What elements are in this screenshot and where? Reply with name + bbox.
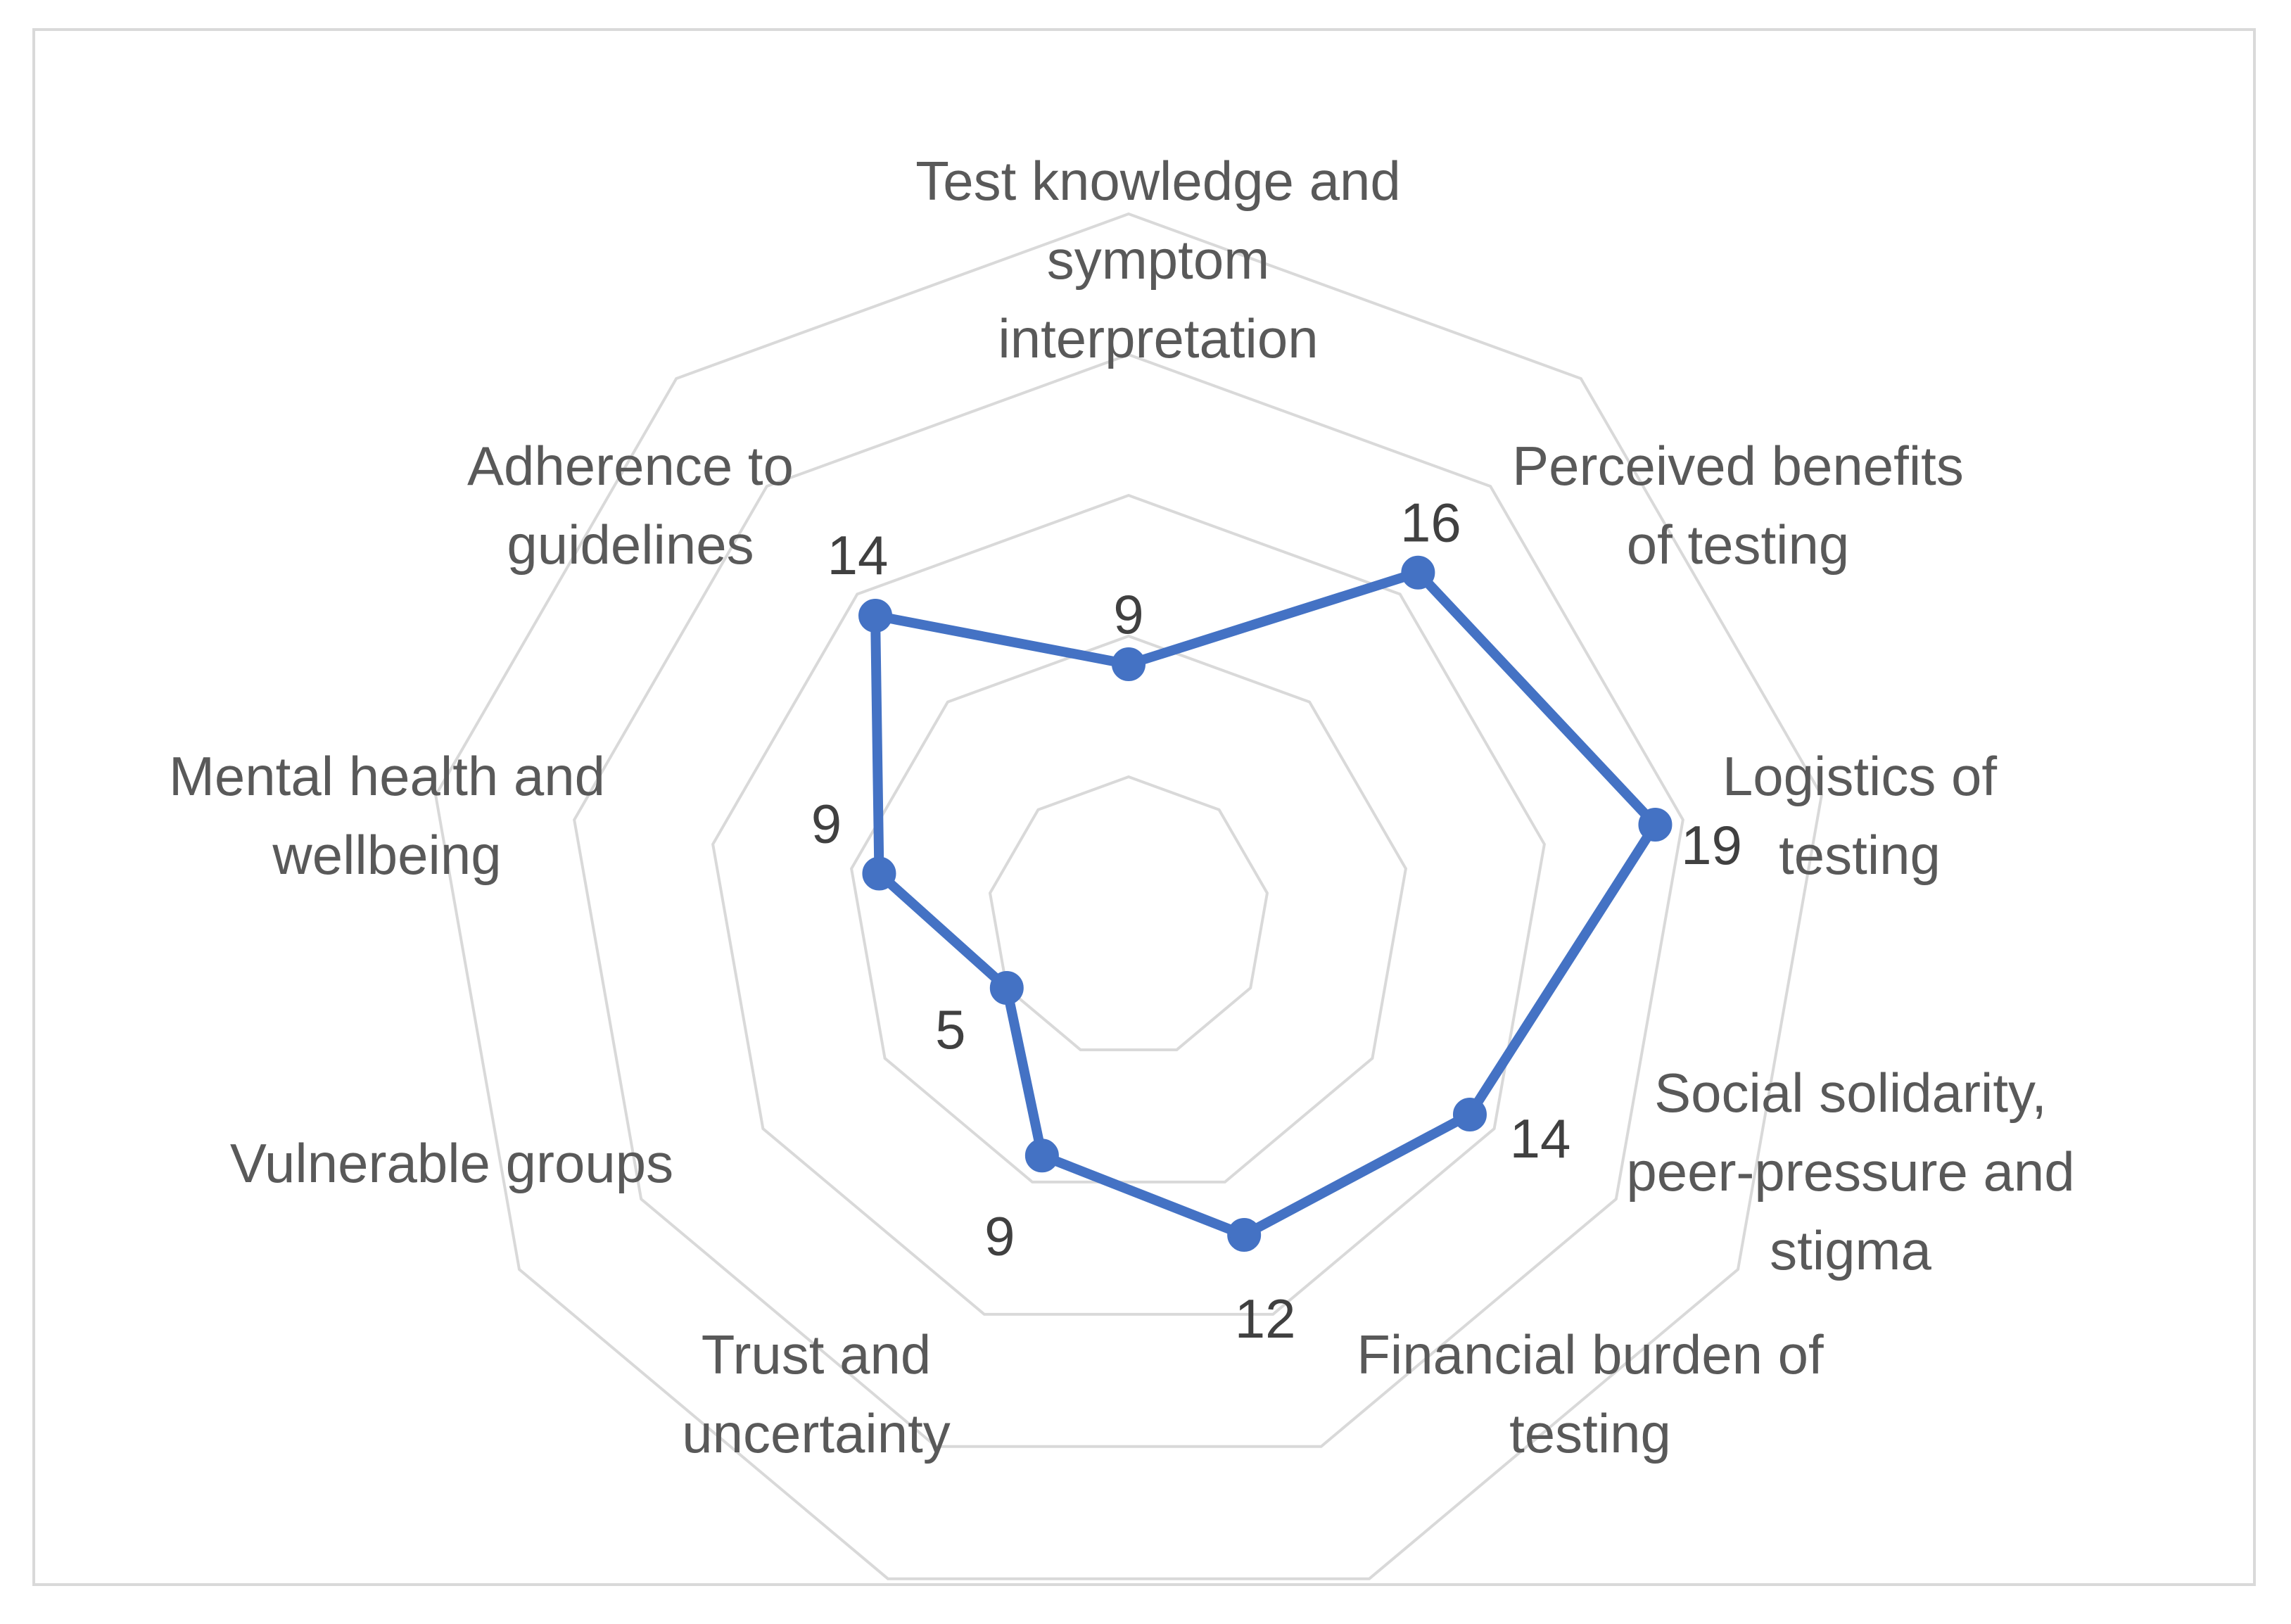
data-point-6 — [1024, 1138, 1059, 1173]
series-line — [870, 567, 1661, 1241]
grid-ring-1 — [988, 775, 1269, 1051]
data-point-2 — [1401, 555, 1435, 590]
value-label-5: 12 — [1235, 1288, 1296, 1350]
grid-ring-3 — [711, 493, 1546, 1316]
grid-ring-4 — [573, 353, 1684, 1448]
grid-rings — [434, 212, 1823, 1580]
data-point-8 — [862, 856, 896, 891]
value-label-7: 5 — [935, 998, 965, 1060]
category-label-7: Vulnerable groups — [230, 1132, 673, 1194]
value-label-8: 9 — [811, 792, 842, 854]
data-point-4 — [1452, 1098, 1487, 1131]
grid-ring-5 — [434, 212, 1823, 1580]
value-label-6: 9 — [984, 1205, 1015, 1267]
value-label-3: 19 — [1681, 814, 1742, 876]
value-label-2: 16 — [1400, 492, 1461, 554]
series-layer — [858, 555, 1673, 1252]
value-label-4: 14 — [1510, 1108, 1571, 1169]
value-labels: 9 16 19 14 12 9 5 9 14 — [811, 492, 1742, 1350]
data-point-3 — [1638, 808, 1673, 842]
value-label-1: 9 — [1113, 583, 1143, 645]
grid-ring-2 — [849, 634, 1408, 1184]
data-point-5 — [1227, 1218, 1262, 1252]
data-point-9 — [858, 599, 893, 633]
data-point-1 — [1112, 647, 1146, 681]
value-label-9: 14 — [827, 524, 889, 586]
data-point-7 — [989, 971, 1024, 1005]
